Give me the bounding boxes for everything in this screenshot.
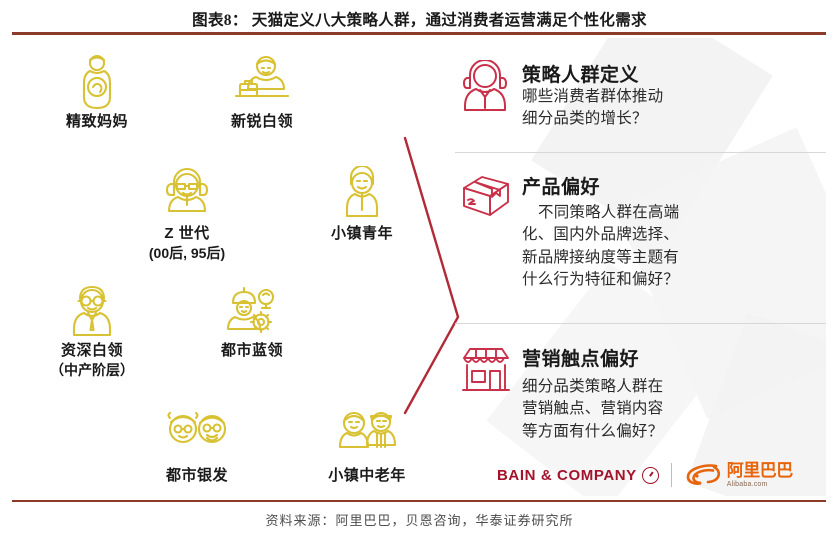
source-note: 资料来源：阿里巴巴，贝恩咨询，华泰证券研究所 [265,513,574,528]
persona-label: Z 世代 [164,225,210,242]
section-title: 营销触点偏好 [522,349,640,370]
persona-label: 精致妈妈 [65,113,128,130]
top-rule [12,32,826,35]
page-title: 图表8： 天猫定义八大策略人群，通过消费者运营满足个性化需求 [192,12,647,29]
senior-executive-glasses-icon [17,283,167,341]
alibaba-mark-icon [686,464,720,485]
parcel-box-icon [460,172,512,224]
persona-label: 都市蓝领 [220,342,283,359]
bain-logo: BAIN & COMPANY [497,466,659,484]
persona-label: 小镇青年 [330,225,393,242]
persona-label: 小镇中老年 [328,467,406,484]
persona-sublabel: （中产阶层） [50,362,134,379]
logo-row: BAIN & COMPANY 阿里巴巴 Alibaba.com [497,462,793,488]
pregnant-mother-icon [22,54,172,112]
section-title: 产品偏好 [522,177,601,198]
persona-urban-silver: 都市银发 [122,408,272,486]
section-body-line: 哪些消费者群体推动 [522,88,664,105]
bain-logo-text: BAIN & COMPANY [497,466,637,484]
section-body-line: 营销触点、营销内容 [522,400,664,418]
young-office-worker-icon [187,54,337,112]
persona-label: 新锐白领 [230,113,293,130]
persona-small-town-senior: 小镇中老年 [292,408,442,486]
logo-separator [670,463,672,487]
storefront-icon [460,344,512,396]
alibaba-logo-cn: 阿里巴巴 [726,461,794,480]
persona-gen-z: Z 世代 (00后, 95后) [112,166,262,263]
section-body-line: 什么行为特征和偏好？ [522,271,680,289]
persona-label: 资深白领 [60,342,123,359]
worker-helmet-gear-icon [177,283,327,341]
section-body-line: 不同策略人群在高端 [538,204,680,221]
persona-senior-white-collar: 资深白领 （中产阶层） [17,283,167,380]
section-body: 不同策略人群在高端 化、国内外品牌选择、 新品牌接纳度等主题有 什么行为特征和偏… [522,202,822,292]
persona-label: 都市银发 [165,467,228,484]
section-body-line: 细分品类策略人群在 [522,378,664,395]
elderly-couple-icon [122,408,272,466]
section-body-line: 化、国内外品牌选择、 [522,226,680,244]
small-town-elderly-couple-icon [292,408,442,466]
section-divider [455,152,826,153]
persona-new-white-collar: 新锐白领 [187,54,337,132]
bain-clock-icon [641,466,659,484]
section-body-line: 新品牌接纳度等主题有 [522,248,680,266]
section-divider [455,323,826,324]
figure-canvas: 精致妈妈 新锐白领 [12,38,826,496]
persona-sublabel: (00后, 95后) [148,245,226,262]
youth-sunglasses-headphones-icon [112,166,262,224]
persona-small-town-youth: 小镇青年 [287,166,437,244]
person-headset-icon [460,59,512,112]
persona-urban-blue-collar: 都市蓝领 [177,283,327,361]
section-body: 哪些消费者群体推动 细分品类的增长？ [522,86,822,131]
section-body-line: 等方面有什么偏好？ [522,422,664,440]
persona-refined-mom: 精致妈妈 [22,54,172,132]
alibaba-logo-en: Alibaba.com [726,481,768,488]
section-body: 细分品类策略人群在 营销触点、营销内容 等方面有什么偏好？ [522,376,822,443]
small-town-young-man-icon [287,166,437,224]
section-body-line: 细分品类的增长？ [522,110,648,128]
section-title: 策略人群定义 [522,65,640,86]
bottom-rule [12,500,826,502]
alibaba-logo: 阿里巴巴 Alibaba.com [684,462,793,488]
